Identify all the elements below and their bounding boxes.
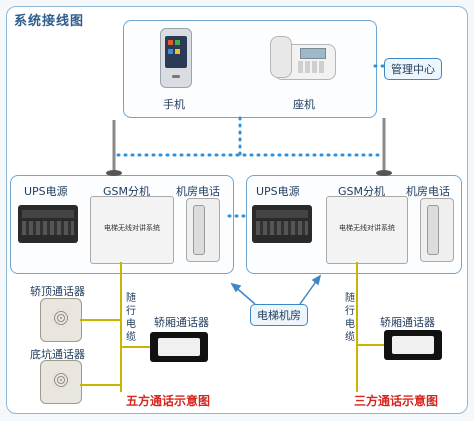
left-gsm-device-icon: 电梯无线对讲系统 [90, 196, 174, 264]
left-room-phone-icon [186, 198, 220, 262]
left-room-phone-label: 机房电话 [176, 185, 220, 198]
left-car-intercom-label: 轿厢通话器 [154, 316, 209, 329]
left-cable-label: 随行电缆 [126, 293, 136, 343]
pit-intercom-label: 底坑通话器 [30, 348, 85, 361]
right-gsm-device-text: 电梯无线对讲系统 [339, 224, 395, 232]
diagram-title: 系统接线图 [14, 14, 85, 29]
left-ups-device-icon [18, 205, 78, 243]
left-antenna-icon [106, 120, 122, 176]
landline-phone-icon [270, 36, 336, 80]
right-ups-label: UPS电源 [256, 185, 300, 198]
phone-label: 手机 [163, 98, 185, 111]
right-car-intercom-icon [384, 330, 442, 360]
left-caption: 五方通话示意图 [126, 394, 211, 408]
car-top-intercom-label: 轿顶通话器 [30, 285, 85, 298]
right-cable-label: 随行电缆 [345, 293, 355, 343]
wireless-links [116, 64, 386, 218]
right-room-phone-label: 机房电话 [406, 185, 450, 198]
mobile-phone-icon [160, 28, 192, 88]
right-ups-device-icon [252, 205, 312, 243]
left-wiring [80, 262, 150, 392]
right-wiring [356, 262, 384, 392]
landline-label: 座机 [293, 98, 315, 111]
right-car-intercom-label: 轿厢通话器 [380, 316, 435, 329]
left-ups-label: UPS电源 [24, 185, 68, 198]
right-gsm-device-icon: 电梯无线对讲系统 [326, 196, 408, 264]
car-top-intercom-icon [40, 298, 82, 342]
right-room-phone-icon [420, 198, 454, 262]
right-gsm-label: GSM分机 [338, 185, 385, 198]
left-gsm-device-text: 电梯无线对讲系统 [104, 224, 160, 232]
machine-room-arrows [230, 274, 322, 305]
left-gsm-label: GSM分机 [103, 185, 150, 198]
right-antenna-icon [376, 118, 392, 176]
machine-room-callout: 电梯机房 [250, 304, 308, 326]
left-car-intercom-icon [150, 332, 208, 362]
pit-intercom-icon [40, 360, 82, 404]
management-center-callout: 管理中心 [384, 58, 442, 80]
right-caption: 三方通话示意图 [354, 394, 439, 408]
